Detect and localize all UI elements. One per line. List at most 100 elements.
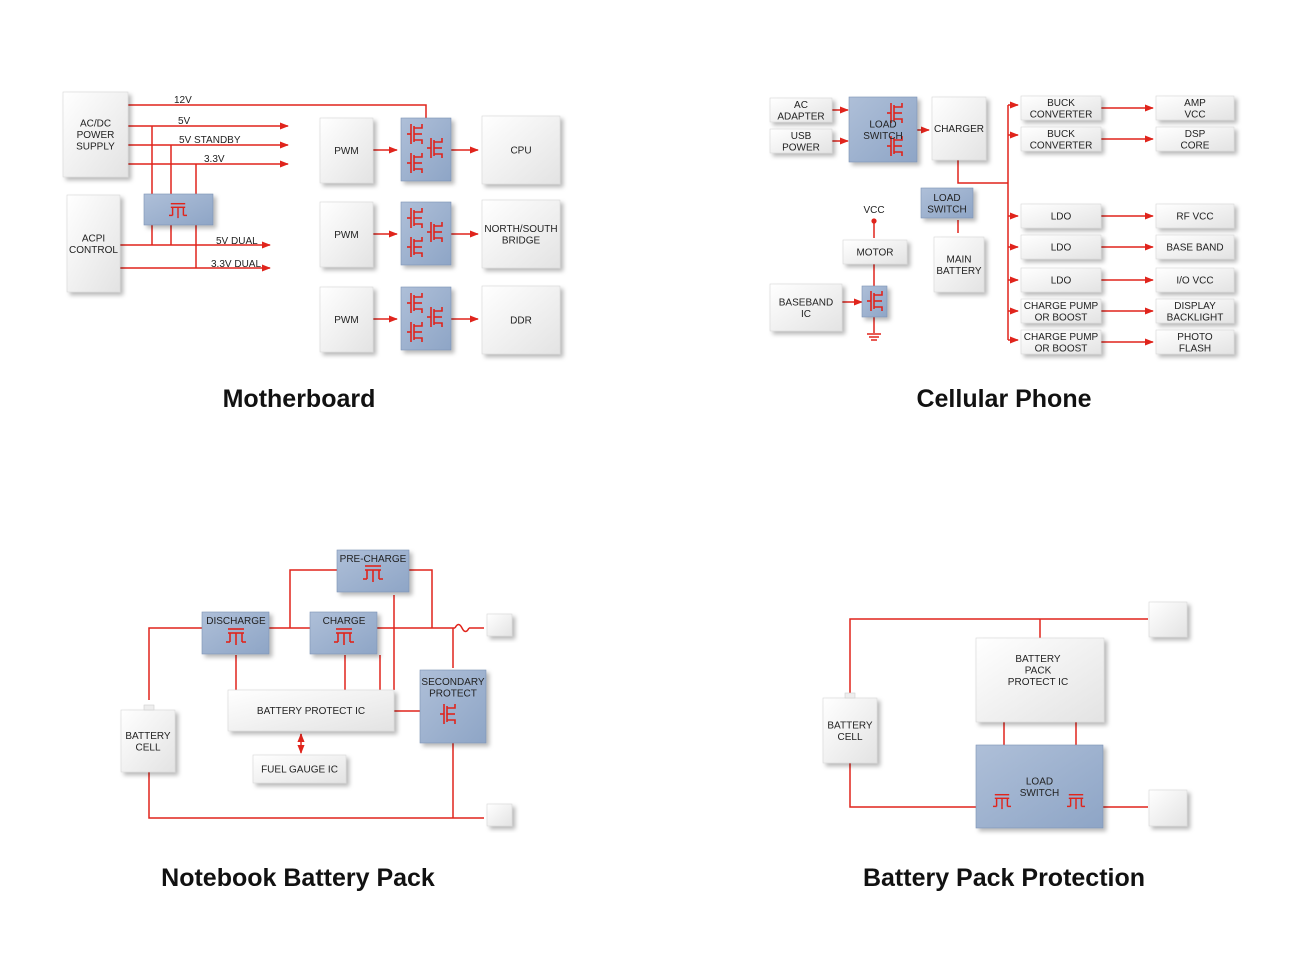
- acdc-power-supply-block: [62, 91, 129, 178]
- secondary-protect-label-line-2: PROTECT: [429, 688, 477, 699]
- mosfet-icon-2b: [407, 237, 423, 257]
- baseband-ic-block: [769, 283, 843, 332]
- rail-label-3v3-dual: 3.3V DUAL: [211, 259, 261, 270]
- ddr-block: [481, 285, 561, 355]
- vcc-node-dot: [871, 218, 877, 224]
- amp-vcc-block-label-line-1: AMP: [1184, 98, 1206, 109]
- protection-terminal-positive: [1148, 601, 1188, 638]
- rf-vcc-block: [1155, 203, 1235, 229]
- ac-adapter-block-label-line-1: AC: [794, 100, 808, 111]
- wire-charger-bus: [957, 160, 1008, 184]
- pwm-block-3: [319, 286, 374, 353]
- usb-power-block: [769, 128, 833, 154]
- discharge-label: DISCHARGE: [206, 616, 266, 627]
- wire-precharge-right: [408, 569, 433, 628]
- pre-charge-label: PRE-CHARGE: [340, 554, 407, 565]
- secondary-protect-label-line-1: SECONDARY: [421, 677, 484, 688]
- acdc-power-supply-block-label-line-3: SUPPLY: [76, 142, 115, 153]
- battery-pack-protect-ic-block: [975, 637, 1105, 723]
- charge-pump-block-2-label-line-2: OR BOOST: [1035, 343, 1088, 354]
- photo-flash-block-label-line-1: PHOTO: [1177, 332, 1213, 343]
- north-south-bridge-block: [481, 199, 561, 269]
- battery-protect-ic-block-label: BATTERY PROTECT IC: [257, 706, 365, 717]
- battery-pack-protect-ic-label-line-1: BATTERY: [1015, 654, 1061, 665]
- acdc-power-supply-block-label-line-1: AC/DC: [80, 119, 111, 130]
- display-backlight-block: [1155, 298, 1235, 324]
- main-battery-block-label-line-2: BATTERY: [936, 266, 982, 277]
- ldo-block-3-label: LDO: [1051, 276, 1072, 287]
- buck-converter-block-1-label-line-1: BUCK: [1047, 98, 1075, 109]
- rail-label-5v-standby: 5V STANDBY: [179, 135, 241, 146]
- fuel-gauge-ic-block-label: FUEL GAUGE IC: [261, 765, 338, 776]
- buck-converter-block-1-label-line-2: CONVERTER: [1030, 109, 1093, 120]
- mosfet-icon-2a: [407, 208, 423, 228]
- ldo-block-2-label: LDO: [1051, 243, 1072, 254]
- cellular-load-switch-block-label-line-2: SWITCH: [863, 131, 902, 142]
- baseband-mosfet-icon: [867, 291, 883, 311]
- mosfet-icon-1b: [407, 153, 423, 173]
- charge-pump-block-2-label-line-1: CHARGE PUMP: [1024, 332, 1099, 343]
- acpi-control-block: [66, 194, 121, 293]
- cellular-mosfet-icon-2: [887, 136, 903, 156]
- north-south-bridge-block-label-line-2: BRIDGE: [502, 235, 541, 246]
- motherboard-switch-block-1: [400, 117, 452, 182]
- base-band-block-label: BASE BAND: [1166, 243, 1223, 254]
- dsp-core-block-label-line-2: CORE: [1181, 140, 1210, 151]
- wire-prot-cell-bottom: [849, 763, 990, 808]
- motor-block-label: MOTOR: [856, 248, 893, 259]
- mosfet-icon-3c: [427, 307, 443, 327]
- display-backlight-block-label-line-1: DISPLAY: [1174, 301, 1216, 312]
- protection-mosfet-icon-2: [1066, 793, 1086, 810]
- dsp-core-block-label-line-1: DSP: [1185, 129, 1206, 140]
- charge-pump-block-2: [1020, 329, 1102, 355]
- protection-mosfet-icon-1: [992, 793, 1012, 810]
- title-battery-pack-protection: Battery Pack Protection: [863, 864, 1145, 892]
- main-battery-block-label-line-1: MAIN: [947, 254, 972, 265]
- motherboard-switch-block-3: [400, 286, 452, 351]
- base-band-block: [1155, 234, 1235, 260]
- ldo-block-2: [1020, 234, 1102, 260]
- io-vcc-block: [1155, 267, 1235, 293]
- acdc-power-supply-block-label-line-2: POWER: [77, 130, 115, 141]
- acpi-control-block-label-line-2: CONTROL: [69, 245, 118, 256]
- amp-vcc-block: [1155, 95, 1235, 121]
- wire-cell-top: [148, 627, 202, 700]
- rail-label-3v3: 3.3V: [204, 154, 225, 165]
- rail-label-5v: 5V: [178, 116, 191, 127]
- title-notebook-battery-pack: Notebook Battery Pack: [161, 864, 435, 892]
- ac-adapter-block: [769, 97, 833, 123]
- cellular-load-switch-block: [848, 96, 918, 163]
- wire-prot-top: [849, 618, 1148, 698]
- pre-charge-mosfet-icon: [363, 565, 383, 582]
- cellular-load-switch-2-block: [920, 187, 974, 219]
- notebook-terminal-negative: [486, 803, 513, 827]
- photo-flash-block-label-line-2: FLASH: [1179, 343, 1211, 354]
- pwm-block-2-label: PWM: [334, 230, 358, 241]
- acpi-control-block-label-line-1: ACPI: [82, 233, 105, 244]
- wire-precharge-left: [289, 569, 338, 628]
- buck-converter-block-1: [1020, 95, 1102, 121]
- baseband-ic-block-label-line-1: BASEBAND: [779, 297, 833, 308]
- fuel-gauge-ic-block: [252, 754, 347, 784]
- wire-12v: [128, 104, 427, 118]
- ground-icon: [867, 333, 881, 341]
- protection-battery-cell-block-label-line-1: BATTERY: [827, 720, 873, 731]
- charge-mosfet-icon: [334, 628, 354, 645]
- wire-cell-bottom: [148, 772, 484, 819]
- battery-pack-protect-ic-label-line-2: PACK: [1025, 666, 1052, 677]
- cellular-load-switch-2-block-label-line-1: LOAD: [933, 193, 960, 204]
- acpi-mosfet-icon: [168, 202, 188, 219]
- ac-adapter-block-label-line-2: ADAPTER: [777, 111, 824, 122]
- rail-label-5v-dual: 5V DUAL: [216, 236, 258, 247]
- secondary-mosfet-icon: [440, 704, 456, 724]
- ldo-block-1-label: LDO: [1051, 212, 1072, 223]
- display-backlight-block-label-line-2: BACKLIGHT: [1167, 312, 1224, 323]
- charger-block-label: CHARGER: [934, 124, 984, 135]
- protection-battery-cap-icon: [844, 692, 856, 699]
- secondary-protect-block: [419, 669, 487, 744]
- cpu-block-label: CPU: [510, 146, 531, 157]
- protection-terminal-negative: [1148, 789, 1188, 827]
- battery-pack-protect-ic-label-line-3: PROTECT IC: [1008, 677, 1068, 688]
